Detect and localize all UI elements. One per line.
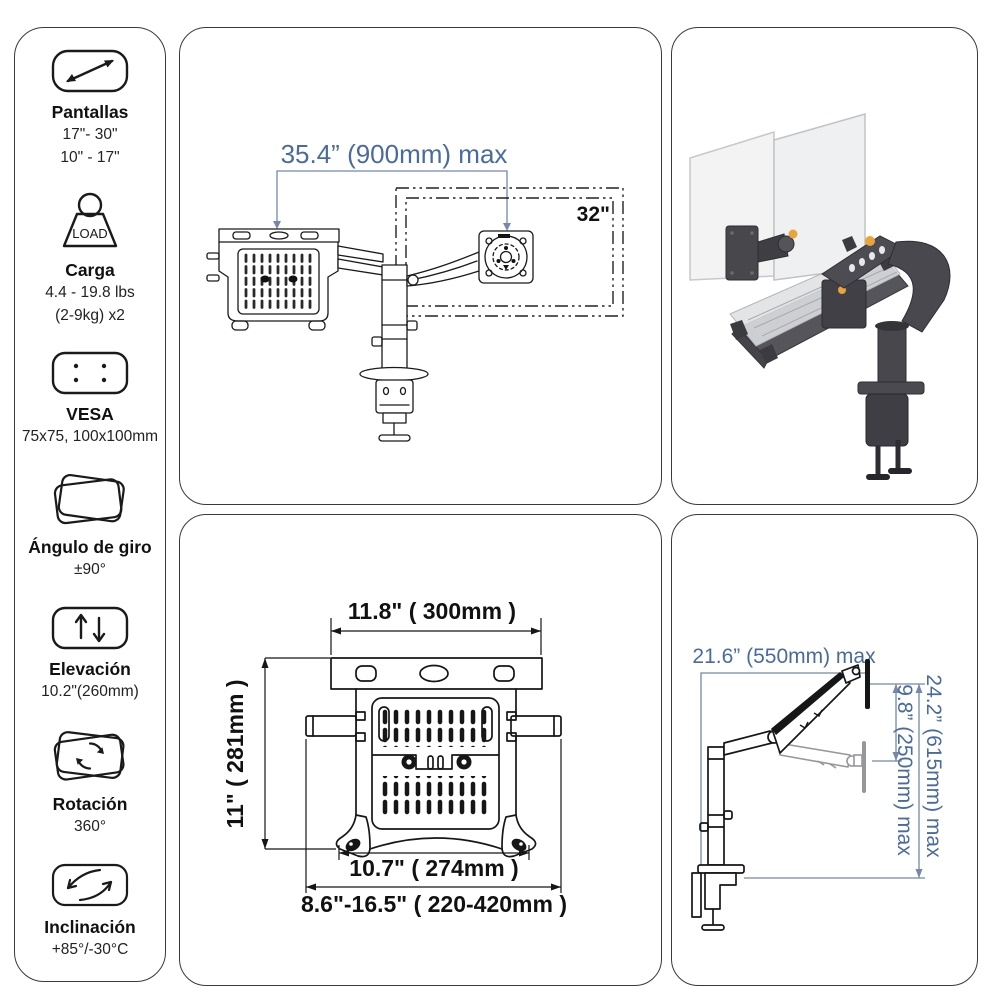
- load-icon: LOAD: [62, 192, 118, 248]
- orange-accent-dot: [788, 229, 798, 239]
- desk-clamp: [857, 381, 925, 480]
- spec-value: 10" - 17": [60, 149, 120, 166]
- spec-sidebar: Pantallas 17"- 30" 10" - 17" LOAD Carga …: [14, 27, 166, 982]
- spec-value: 4.4 - 19.8 lbs: [45, 284, 135, 302]
- spec-value: 10.2"(260mm): [41, 682, 139, 700]
- product-photo-panel: [671, 27, 978, 505]
- spec-value: 360°: [73, 817, 107, 835]
- spec-section-vesa: VESA 75x75, 100x100mm: [22, 350, 158, 448]
- orange-accent-dot: [865, 236, 875, 246]
- arm-reach-dimension: 21.6” (550mm) max: [692, 645, 876, 668]
- load-icon-label: LOAD: [72, 226, 107, 241]
- tray-width-dimension: 11.8" ( 300mm ): [348, 598, 516, 624]
- spec-value: 75x75, 100x100mm: [21, 428, 159, 446]
- monitor-size-label: 32": [577, 203, 610, 226]
- spec-title: Inclinación: [44, 916, 136, 937]
- height-dimension-diagram: 21.6” (550mm) max 24.2” (615mm) max 9.8”…: [691, 645, 945, 931]
- tray-depth-dimension: 11" ( 281mm ): [222, 680, 248, 829]
- ghost-arm-position: [777, 741, 866, 793]
- tray-range-dimension: 8.6"-16.5" ( 220-420mm ): [301, 891, 567, 917]
- rotation-icon: [53, 730, 125, 781]
- gas-spring-arm: [821, 235, 951, 387]
- tray-dimension-diagram: 11.8" ( 300mm ) 11" ( 281mm ): [222, 598, 567, 917]
- spec-title: Elevación: [49, 658, 131, 679]
- spec-value: ±90°: [74, 561, 106, 579]
- lower-height-dimension: 9.8” (250mm) max: [893, 684, 916, 856]
- spec-section-screens: Pantallas 17"- 30" 10" - 17": [50, 48, 130, 169]
- spec-title: VESA: [66, 404, 114, 425]
- spec-value: 17"- 30": [62, 126, 118, 143]
- tray-feet-dimension: 10.7" ( 274mm ): [349, 855, 518, 881]
- spec-section-load: LOAD Carga 4.4 - 19.8 lbs (2-9kg) x2: [45, 192, 135, 327]
- spec-title: Pantallas: [51, 102, 129, 122]
- vesa-plate-drawing: [406, 230, 534, 287]
- tray-drawing: [206, 228, 340, 331]
- vesa-pattern-icon: [51, 352, 129, 395]
- spec-title: Carga: [65, 260, 115, 281]
- spec-section-tilt: Inclinación +85°/-30°C: [44, 861, 136, 961]
- spec-title: Ángulo de giro: [28, 537, 152, 558]
- screen-size-icon: [51, 49, 129, 93]
- arm-side-view: [691, 659, 870, 931]
- spec-section-swivel: Ángulo de giro ±90°: [28, 471, 152, 581]
- spec-value: (2-9kg) x2: [55, 307, 125, 325]
- pole-drawing: [337, 245, 429, 442]
- vesa-bracket: [725, 225, 798, 281]
- reach-diagram: 35.4” (900mm) max 32": [206, 139, 624, 442]
- swivel-icon: [53, 474, 125, 525]
- product-illustration: [689, 113, 951, 480]
- tray-dimensions-panel: 11.8" ( 300mm ) 11" ( 281mm ): [179, 514, 662, 986]
- reach-diagram-panel: 35.4” (900mm) max 32": [179, 27, 662, 505]
- spec-section-rotation: Rotación 360°: [48, 726, 132, 838]
- tray-top-view: [305, 657, 562, 858]
- spec-section-elevation: Elevación 10.2"(260mm): [41, 605, 139, 703]
- tilt-icon: [51, 863, 129, 907]
- spec-title: Rotación: [52, 793, 128, 814]
- height-diagram-panel: 21.6” (550mm) max 24.2” (615mm) max 9.8”…: [671, 514, 978, 986]
- elevation-icon: [51, 606, 129, 649]
- total-height-dimension: 24.2” (615mm) max: [922, 674, 945, 858]
- reach-width-dimension: 35.4” (900mm) max: [281, 139, 508, 169]
- spec-value: +85°/-30°C: [51, 940, 129, 958]
